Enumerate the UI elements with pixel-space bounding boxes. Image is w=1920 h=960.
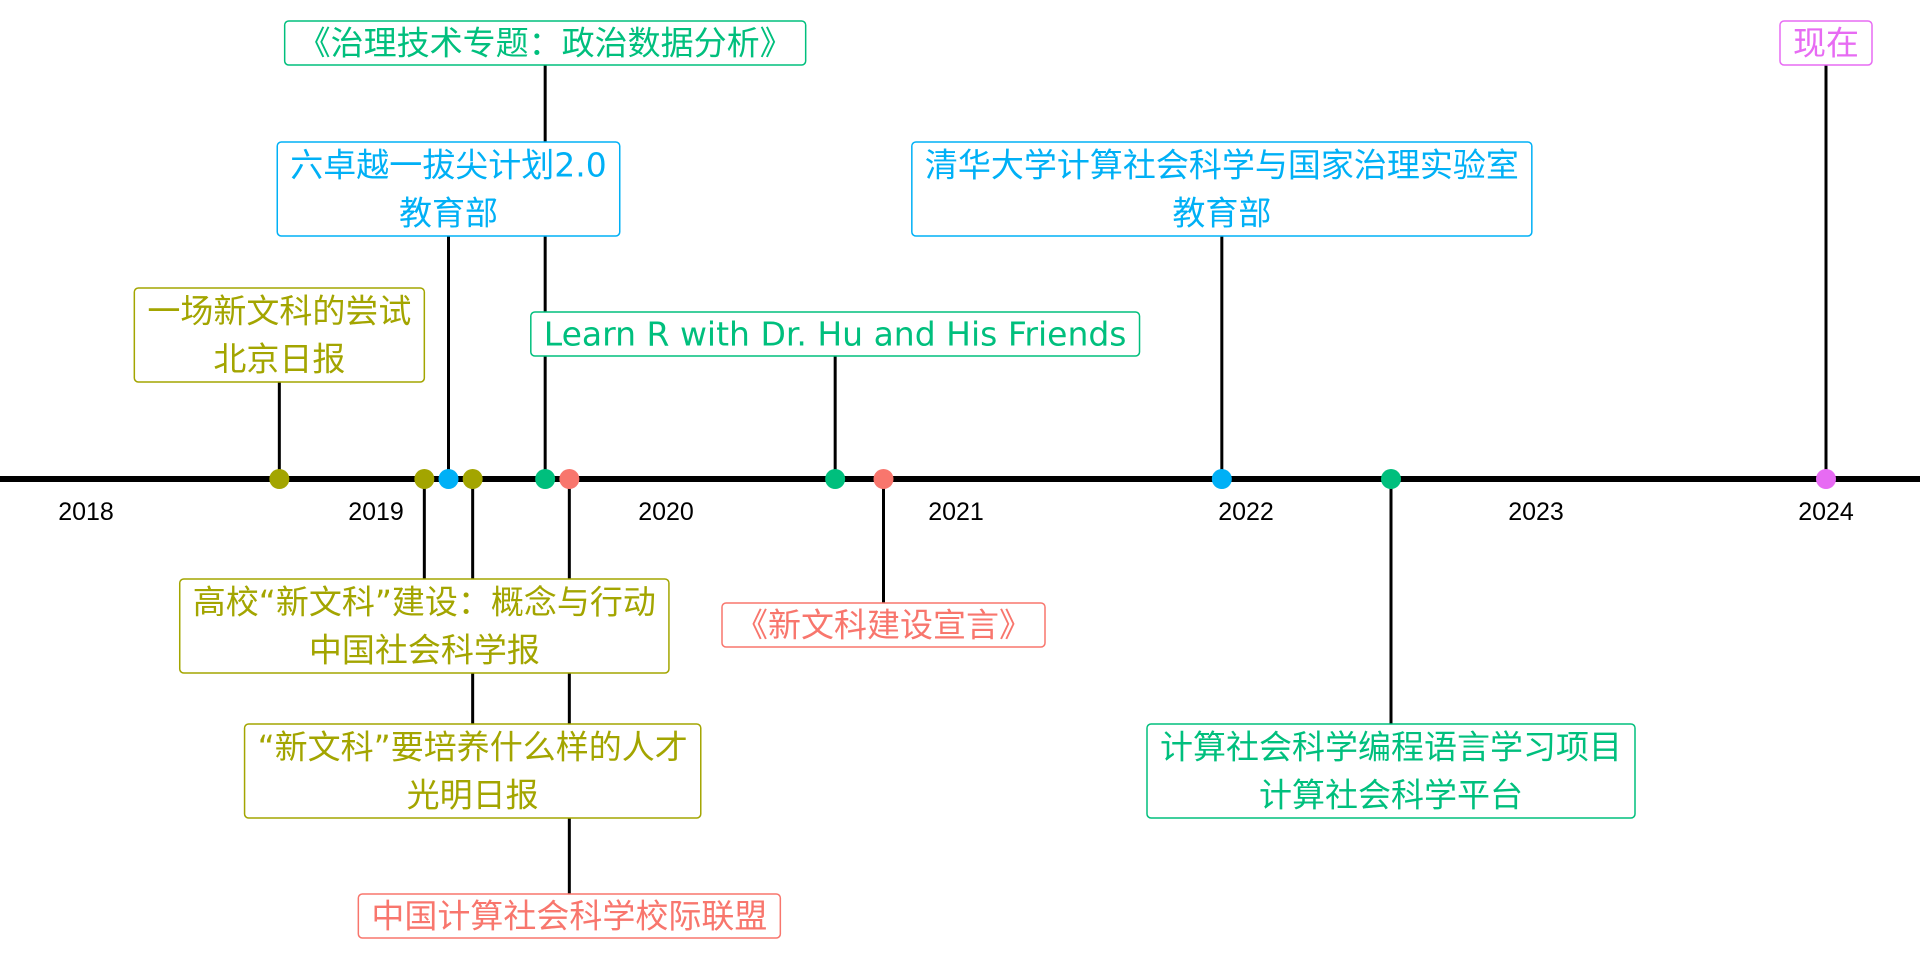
event-dot-learn-r bbox=[825, 469, 846, 489]
event-dot-moe-top-talent bbox=[438, 469, 459, 489]
event-label-box-china-social-science bbox=[178, 578, 670, 674]
event-dot-beijing-daily bbox=[269, 469, 290, 489]
year-label-2019: 2019 bbox=[348, 498, 404, 526]
event-text-now-0: 现在 bbox=[1793, 24, 1859, 63]
event-text-governance-tech-0: 《治理技术专题：政治数据分析》 bbox=[298, 24, 793, 63]
event-label-learn-r: Learn R with Dr. Hu and His Friends bbox=[530, 311, 1141, 357]
event-text-china-social-science-0: 高校“新文科”建设：概念与行动 bbox=[193, 583, 656, 622]
event-dot-css-programming bbox=[1381, 469, 1401, 489]
event-text-moe-top-talent-1: 教育部 bbox=[399, 194, 498, 233]
event-text-guangming-daily-1: 光明日报 bbox=[407, 776, 539, 815]
event-label-box-tsinghua-lab bbox=[911, 141, 1533, 237]
event-text-tsinghua-lab-0: 清华大学计算社会科学与国家治理实验室 bbox=[925, 146, 1519, 185]
event-text-learn-r-0: Learn R with Dr. Hu and His Friends bbox=[544, 315, 1127, 354]
event-text-guangming-daily-0: “新文科”要培养什么样的人才 bbox=[258, 728, 688, 767]
year-label-2018: 2018 bbox=[58, 498, 114, 526]
event-label-box-now bbox=[1779, 20, 1873, 66]
event-label-box-css-alliance bbox=[357, 893, 782, 939]
event-label-new-liberal-arts: 《新文科建设宣言》 bbox=[721, 602, 1046, 648]
event-dot-tsinghua-lab bbox=[1211, 469, 1232, 489]
event-text-moe-top-talent-0: 六卓越一拔尖计划2.0 bbox=[290, 146, 606, 185]
event-label-box-governance-tech bbox=[283, 20, 807, 66]
event-label-box-moe-top-talent bbox=[276, 141, 621, 237]
event-dot-governance-tech bbox=[535, 469, 556, 489]
event-text-css-alliance-0: 中国计算社会科学校际联盟 bbox=[371, 897, 767, 936]
event-dot-guangming-daily bbox=[462, 469, 483, 489]
event-text-tsinghua-lab-1: 教育部 bbox=[1172, 194, 1271, 233]
event-label-box-learn-r bbox=[530, 311, 1141, 357]
leader-lines bbox=[277, 65, 1828, 894]
year-label-2021: 2021 bbox=[928, 498, 984, 526]
event-label-box-css-programming bbox=[1146, 723, 1636, 819]
event-dot-china-social-science bbox=[414, 469, 435, 489]
event-label-box-new-liberal-arts bbox=[721, 602, 1046, 648]
event-dot-new-liberal-arts bbox=[873, 469, 894, 489]
event-text-css-programming-1: 计算社会科学平台 bbox=[1259, 776, 1523, 815]
event-text-beijing-daily-1: 北京日报 bbox=[213, 340, 345, 379]
event-text-css-programming-0: 计算社会科学编程语言学习项目 bbox=[1160, 728, 1622, 767]
event-label-now: 现在 bbox=[1779, 20, 1873, 66]
event-label-moe-top-talent: 六卓越一拔尖计划2.0 教育部 bbox=[276, 141, 621, 237]
event-markers bbox=[269, 469, 1836, 489]
event-text-china-social-science-1: 中国社会科学报 bbox=[309, 631, 540, 670]
event-label-box-guangming-daily bbox=[243, 723, 702, 819]
event-text-beijing-daily-0: 一场新文科的尝试 bbox=[147, 292, 411, 331]
year-label-2024: 2024 bbox=[1798, 498, 1854, 526]
event-label-governance-tech: 《治理技术专题：政治数据分析》 bbox=[283, 20, 807, 66]
event-text-new-liberal-arts-0: 《新文科建设宣言》 bbox=[735, 606, 1032, 645]
event-dot-now bbox=[1816, 469, 1836, 489]
event-label-css-alliance: 中国计算社会科学校际联盟 bbox=[357, 893, 782, 939]
year-labels: 2018 2019 2020 2021 2022 2023 2024 bbox=[58, 498, 1854, 526]
year-label-2023: 2023 bbox=[1508, 498, 1564, 526]
event-dot-css-alliance bbox=[559, 469, 580, 489]
year-label-2020: 2020 bbox=[638, 498, 694, 526]
year-label-2022: 2022 bbox=[1218, 498, 1274, 526]
event-label-box-beijing-daily bbox=[133, 287, 426, 383]
